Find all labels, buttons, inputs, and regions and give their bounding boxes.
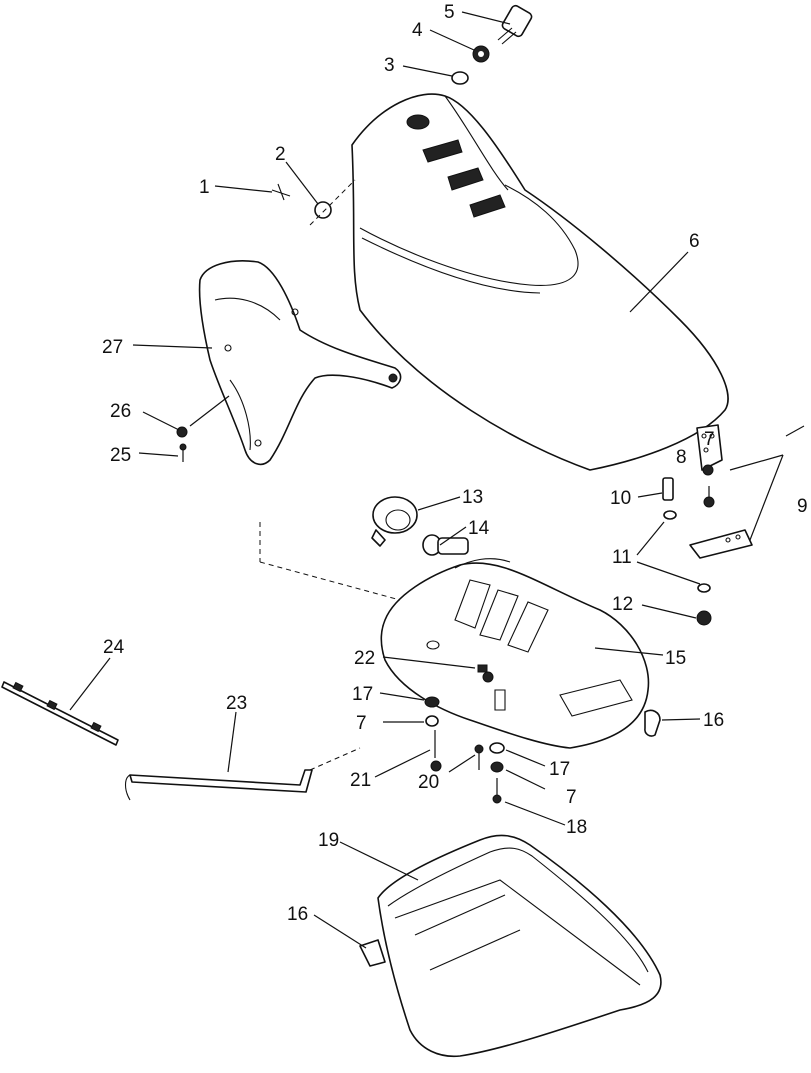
callout-7a: 7 <box>704 429 715 450</box>
callout-9: 9 <box>797 496 808 517</box>
callout-13: 13 <box>462 487 483 508</box>
filler-cap-stack <box>271 4 533 219</box>
callout-1: 1 <box>199 177 210 198</box>
callout-4: 4 <box>412 20 423 41</box>
callout-5: 5 <box>444 2 455 23</box>
callout-25: 25 <box>110 445 131 466</box>
callout-26: 26 <box>110 401 131 422</box>
callout-20: 20 <box>418 772 439 793</box>
callout-18: 18 <box>566 817 587 838</box>
callout-16a: 16 <box>703 710 724 731</box>
filler-neck-parts <box>371 496 469 556</box>
callout-10: 10 <box>610 488 631 509</box>
rod-part <box>124 769 313 801</box>
callout-17a: 17 <box>352 684 373 705</box>
bolt-and-washer-25-26 <box>176 426 188 462</box>
seat-cover-part <box>351 93 729 471</box>
callout-14: 14 <box>468 518 490 539</box>
callout-6: 6 <box>689 231 700 252</box>
callout-7b: 7 <box>356 713 367 734</box>
callout-23: 23 <box>226 693 247 714</box>
callout-27: 27 <box>102 337 123 358</box>
callout-7c: 7 <box>566 787 577 808</box>
shroud-bracket-part <box>198 260 402 466</box>
callout-21: 21 <box>350 770 371 791</box>
callout-15: 15 <box>665 648 686 669</box>
callout-3: 3 <box>384 55 395 76</box>
cable-part <box>1 681 119 746</box>
tank-mount-hardware <box>424 664 661 804</box>
callout-11: 11 <box>612 547 632 568</box>
callout-17b: 17 <box>549 759 570 780</box>
callout-8: 8 <box>676 447 687 468</box>
assembly-lines <box>259 179 401 771</box>
callout-24: 24 <box>103 637 125 658</box>
strap-bracket-hardware <box>662 424 805 626</box>
callout-2: 2 <box>275 144 286 165</box>
callout-19: 19 <box>318 830 339 851</box>
leader-lines <box>69 11 784 949</box>
storage-tray-part <box>359 834 662 1058</box>
callout-12: 12 <box>612 594 633 615</box>
callout-22: 22 <box>354 648 375 669</box>
callout-labels: 1 2 3 4 5 6 7 8 9 10 11 12 13 14 15 16 1… <box>102 2 808 925</box>
callout-16b: 16 <box>287 904 308 925</box>
fuel-tank-part <box>380 558 650 749</box>
